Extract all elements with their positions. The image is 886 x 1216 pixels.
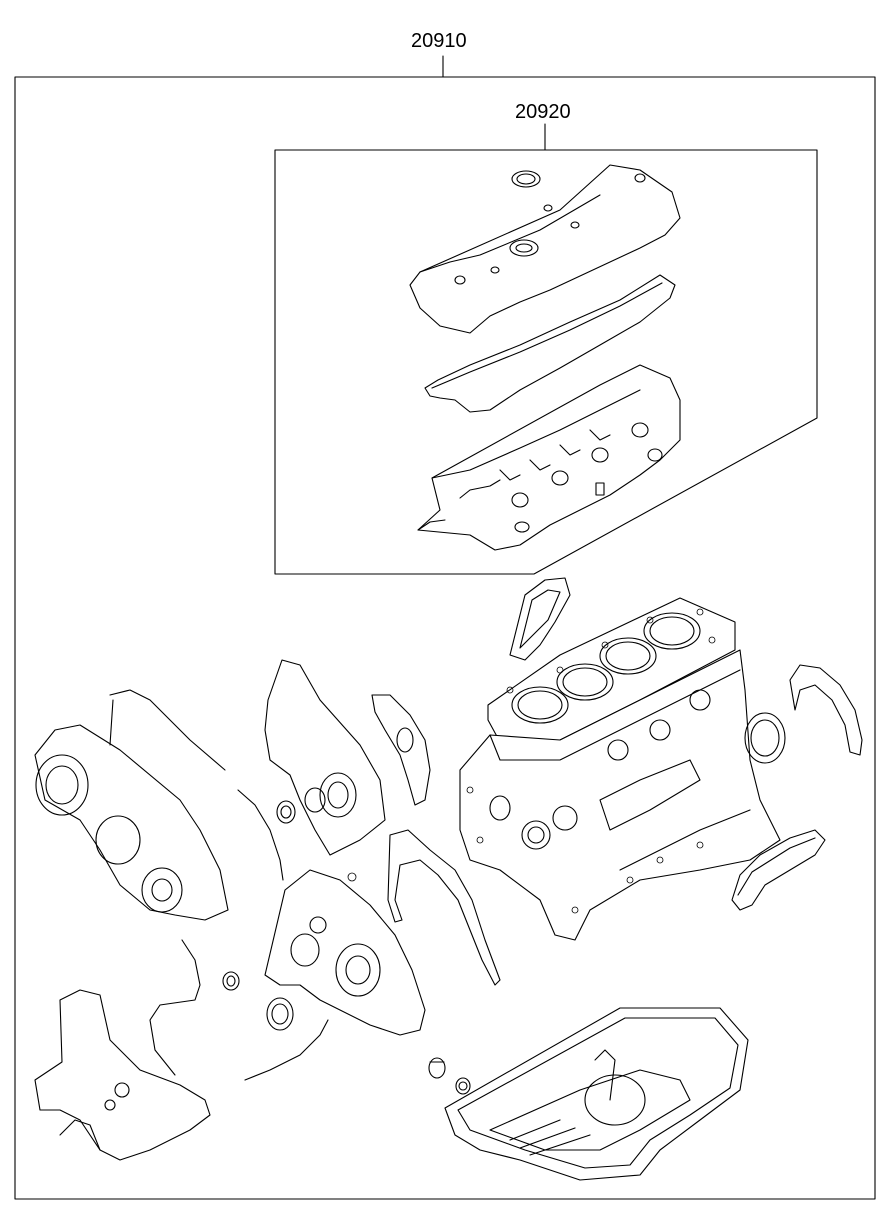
front-case-gasket-upper[interactable] [264, 659, 386, 856]
thermostat-gasket[interactable] [509, 577, 571, 661]
cover-gasket-strip-bottom[interactable] [244, 1019, 329, 1081]
drain-plug[interactable] [428, 1057, 446, 1079]
label-20910[interactable]: 20910 [411, 30, 467, 52]
label-20920[interactable]: 20920 [515, 101, 571, 123]
oil-pump-gasket[interactable] [371, 694, 431, 806]
crankshaft-front-seal[interactable] [266, 997, 294, 1031]
front-crank-seal[interactable] [276, 800, 296, 824]
small-oil-seal[interactable] [222, 971, 240, 991]
cover-gasket-strip-mid[interactable] [237, 789, 284, 881]
rear-oil-seal[interactable] [744, 712, 786, 764]
oil-pan[interactable] [444, 1007, 749, 1181]
inner-kit-frame [274, 123, 818, 575]
cover-gasket-strip-top[interactable] [109, 689, 226, 771]
rocker-cover-gasket[interactable] [424, 274, 676, 413]
drain-plug-gasket[interactable] [455, 1077, 471, 1095]
front-case[interactable] [264, 869, 426, 1036]
rocker-cover[interactable] [409, 164, 681, 334]
timing-belt-cover-upper[interactable] [34, 724, 229, 921]
cover-gasket-strip-low[interactable] [149, 939, 201, 1076]
cylinder-head-gasket[interactable] [487, 597, 736, 743]
oil-filter-gasket[interactable] [731, 829, 826, 911]
cylinder-block[interactable] [459, 649, 781, 941]
rear-seal-housing-gasket[interactable] [789, 664, 863, 756]
front-case-gasket[interactable] [387, 829, 501, 986]
timing-belt-cover-lower[interactable] [34, 989, 211, 1161]
cylinder-head[interactable] [417, 364, 681, 551]
outer-kit-frame [14, 55, 876, 1200]
